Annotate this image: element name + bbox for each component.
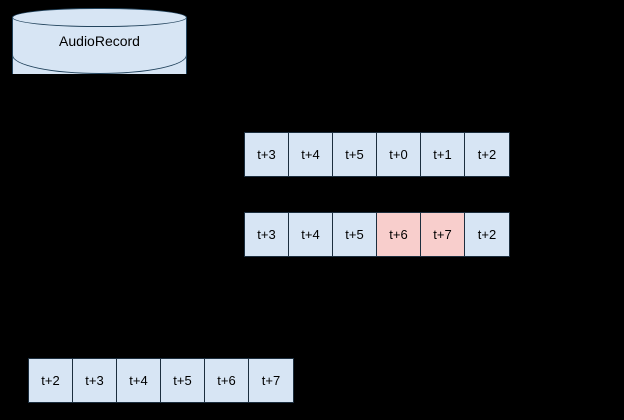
- buffer-cell-highlighted: t+6: [377, 213, 421, 256]
- buffer-cell: t+2: [29, 359, 73, 402]
- buffer-cell: t+0: [377, 133, 421, 176]
- audiorecord-datastore: AudioRecord: [12, 8, 187, 74]
- buffer-cell-highlighted: t+7: [421, 213, 465, 256]
- buffer-cell: t+2: [465, 213, 509, 256]
- buffer-cell: t+4: [117, 359, 161, 402]
- buffer-cell: t+1: [421, 133, 465, 176]
- audiorecord-label: AudioRecord: [59, 33, 140, 49]
- buffer-row-1: t+3 t+4 t+5 t+0 t+1 t+2: [244, 132, 510, 177]
- buffer-cell: t+3: [245, 133, 289, 176]
- buffer-cell: t+5: [333, 133, 377, 176]
- buffer-cell: t+2: [465, 133, 509, 176]
- buffer-cell: t+3: [73, 359, 117, 402]
- buffer-cell: t+7: [249, 359, 293, 402]
- buffer-cell: t+5: [333, 213, 377, 256]
- buffer-cell: t+4: [289, 213, 333, 256]
- buffer-cell: t+5: [161, 359, 205, 402]
- buffer-row-3: t+2 t+3 t+4 t+5 t+6 t+7: [28, 358, 294, 403]
- buffer-row-2: t+3 t+4 t+5 t+6 t+7 t+2: [244, 212, 510, 257]
- buffer-cell: t+6: [205, 359, 249, 402]
- buffer-cell: t+3: [245, 213, 289, 256]
- buffer-cell: t+4: [289, 133, 333, 176]
- cylinder-top-ellipse: [12, 8, 187, 27]
